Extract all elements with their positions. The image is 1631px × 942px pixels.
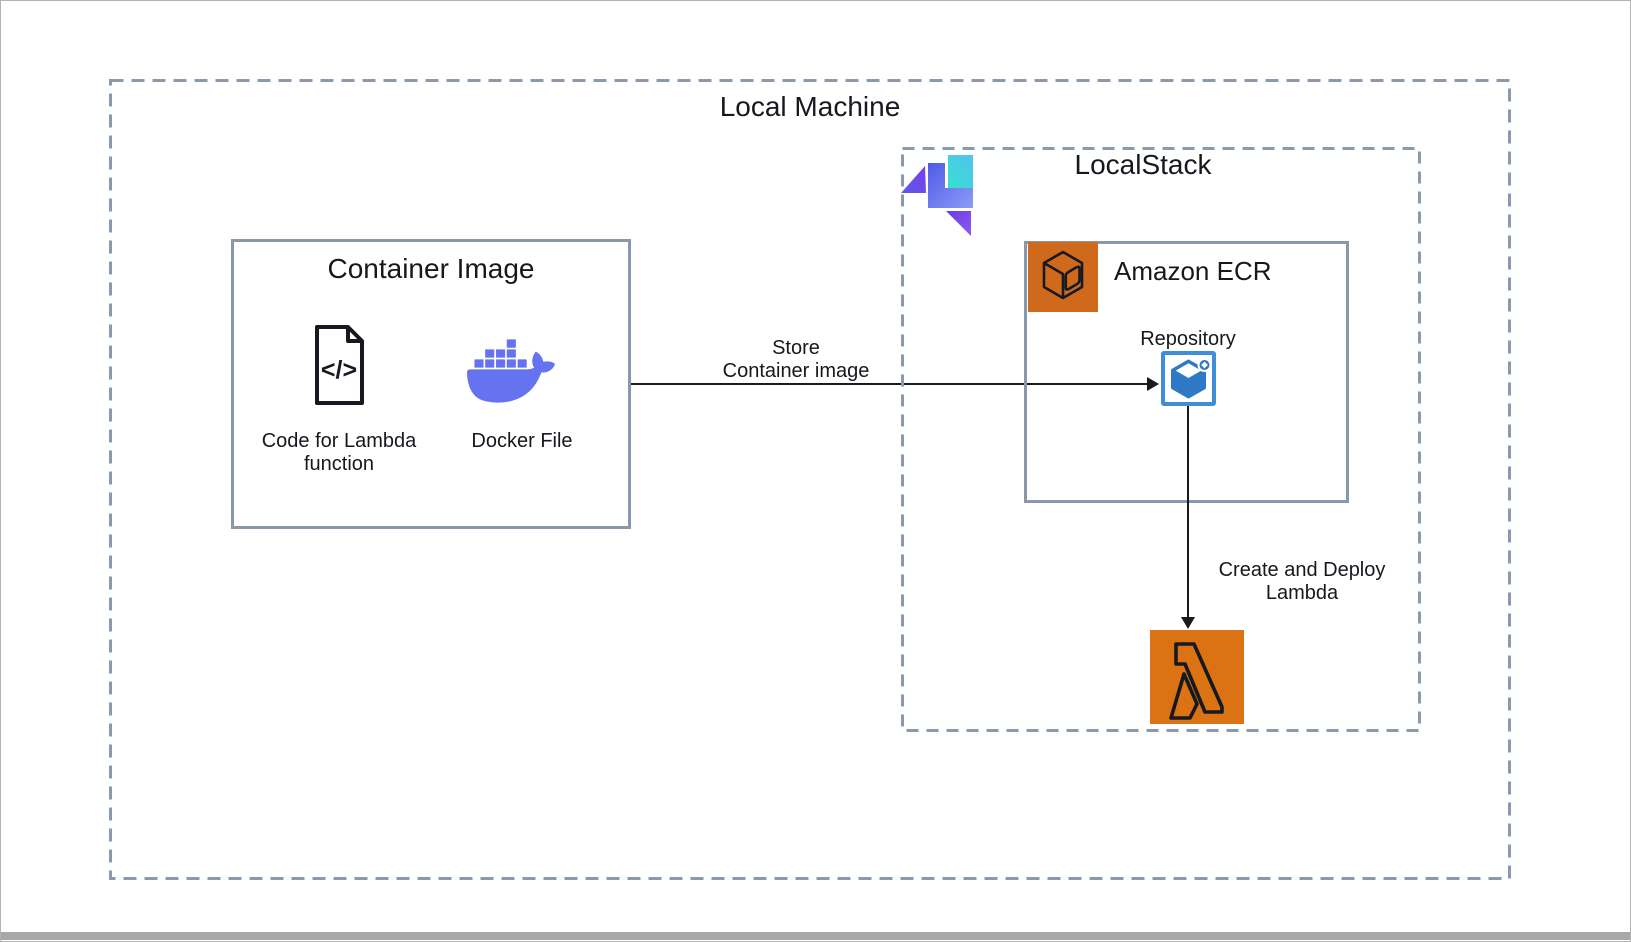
aws-lambda-icon — [1150, 630, 1244, 724]
amazon-ecr-icon — [1028, 242, 1098, 312]
local-machine-title: Local Machine — [719, 91, 901, 122]
localstack-logo-icon — [901, 155, 973, 236]
localstack-dashed-border — [901, 147, 1421, 732]
container-image-box: Container Image </> Code for Lambda func… — [231, 239, 631, 529]
code-file-label-line2: function — [303, 453, 375, 475]
repository-label: Repository — [1140, 328, 1236, 350]
local-machine-dashed-border — [109, 79, 1511, 880]
docker-file-label: Docker File — [471, 430, 573, 452]
docker-whale-icon — [467, 339, 555, 403]
store-arrow-label: Store Container image — [696, 337, 896, 383]
deploy-arrow-label-line1: Create and Deploy — [1218, 559, 1386, 581]
amazon-ecr-title: Amazon ECR — [1114, 256, 1272, 286]
ecr-repository-icon — [1161, 351, 1216, 406]
code-file-label-line1: Code for Lambda — [261, 430, 417, 452]
localstack-group: LocalStack — [901, 147, 1421, 732]
localstack-title: LocalStack — [1074, 149, 1212, 180]
container-image-title: Container Image — [327, 253, 535, 284]
local-machine-group: Local Machine — [109, 79, 1511, 880]
ecr-repository-glyph — [1171, 358, 1212, 399]
horizontal-scrollbar[interactable] — [1, 932, 1630, 940]
store-arrow-line — [631, 383, 1148, 385]
code-glyph: </> — [321, 356, 357, 384]
code-file-icon: </> — [315, 325, 364, 405]
store-arrowhead-icon — [1147, 377, 1159, 391]
code-file-label: Code for Lambda function — [234, 430, 444, 476]
deploy-arrow-line — [1187, 406, 1189, 618]
amazon-ecr-box: Amazon ECR Repository — [1024, 241, 1349, 503]
store-arrow-label-line1: Store — [772, 337, 820, 359]
deploy-arrowhead-icon — [1181, 617, 1195, 629]
deploy-arrow-label: Create and Deploy Lambda — [1202, 559, 1402, 605]
store-arrow-label-line2: Container image — [722, 360, 870, 382]
deploy-arrow-label-line2: Lambda — [1265, 582, 1339, 604]
